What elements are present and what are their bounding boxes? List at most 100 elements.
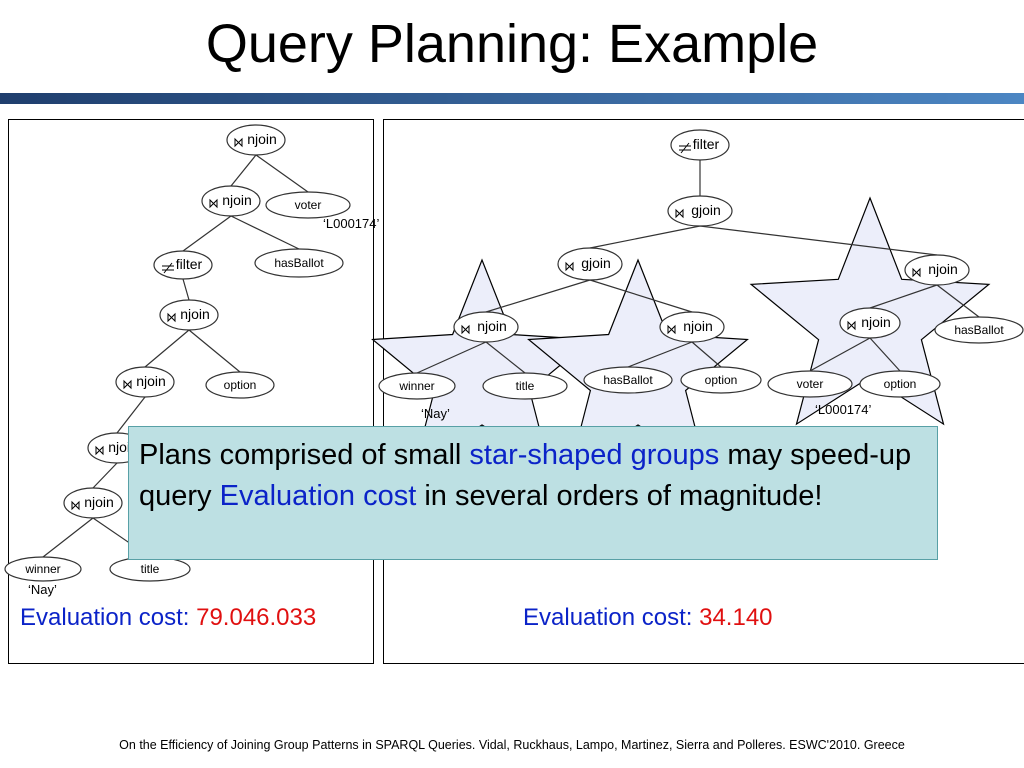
right-node-njoin: njoin (839, 307, 901, 339)
left-literal: ‘Nay’ (28, 582, 57, 597)
right-evaluation-cost: Evaluation cost: 34.140 (523, 604, 773, 632)
left-node-label: njoin (222, 192, 252, 208)
left-node-njoin: njoin (201, 185, 261, 217)
star-group-2 (527, 258, 749, 470)
citation-footer: On the Efficiency of Joining Group Patte… (119, 738, 905, 752)
right-literal: ‘Nay’ (421, 406, 450, 421)
right-node-label: njoin (861, 314, 891, 330)
left-edge-L9-L10 (92, 462, 118, 489)
left-plan-panel (8, 119, 374, 664)
left-node-title: title (109, 556, 191, 582)
left-node-label: filter (176, 256, 203, 272)
right-node-label: option (705, 373, 738, 387)
join-icon (667, 324, 676, 335)
right-node-hasballot: hasBallot (934, 316, 1024, 344)
left-edge-L1-L2 (230, 154, 257, 187)
left-node-njoin: njoin (115, 366, 175, 398)
join-icon (675, 208, 684, 219)
right-node-label: filter (693, 136, 720, 152)
left-node-label: njoin (84, 494, 114, 510)
left-node-filter: filter (153, 250, 213, 280)
left-edge-L2-L4 (182, 215, 232, 252)
left-node-voter: voter (265, 191, 351, 219)
left-node-option: option (205, 371, 275, 399)
left-node-label: hasBallot (274, 256, 324, 270)
right-node-njoin: njoin (904, 254, 970, 286)
right-edge-R3-R4 (485, 279, 591, 313)
right-edge-R2-R3 (589, 225, 701, 249)
callout-highlight-evaluation-cost: Evaluation cost (219, 480, 417, 512)
left-node-label: voter (295, 198, 322, 212)
right-node-option: option (680, 366, 762, 394)
right-node-option: option (859, 370, 941, 398)
right-node-label: hasBallot (954, 323, 1004, 337)
join-icon (565, 261, 574, 272)
callout-text-1: Plans comprised of small (139, 439, 470, 471)
join-icon (912, 267, 921, 278)
left-cost-value: 79.046.033 (196, 604, 317, 631)
right-node-label: option (884, 377, 917, 391)
left-node-label: title (141, 562, 160, 576)
plan-edges (42, 154, 980, 558)
right-node-gjoin: gjoin (667, 195, 733, 227)
callout-text-2: may speed-up query (139, 439, 912, 512)
left-edge-L4-L6 (182, 278, 190, 301)
right-node-label: njoin (928, 261, 958, 277)
callout-text-3: in several orders of magnitude! (416, 480, 823, 512)
not-equal-filter-icon (162, 262, 174, 274)
right-edge-R4-R7 (416, 341, 487, 374)
left-evaluation-cost: Evaluation cost: 79.046.033 (20, 604, 316, 632)
left-cost-label: Evaluation cost: (20, 604, 190, 631)
right-node-label: voter (797, 377, 824, 391)
right-node-voter: voter (767, 370, 853, 398)
join-icon (167, 312, 176, 323)
left-edge-L7-L9 (116, 396, 146, 434)
right-cost-label: Evaluation cost: (523, 604, 693, 631)
right-edge-R11-R13 (809, 337, 871, 372)
right-node-label: title (516, 379, 535, 393)
left-literal: ‘L000174’ (323, 216, 379, 231)
right-edge-R11-R14 (869, 337, 901, 372)
right-cost-value: 34.140 (699, 604, 773, 631)
left-node-label: njoin (180, 306, 210, 322)
left-node-njoin: njoin (226, 124, 286, 156)
right-node-label: njoin (683, 318, 713, 334)
left-node-label: njoin (247, 131, 277, 147)
left-edge-L1-L3 (255, 154, 309, 193)
title-divider-bar (0, 93, 1024, 104)
right-node-label: winner (398, 379, 434, 393)
slide-title: Query Planning: Example (205, 14, 819, 74)
right-node-label: hasBallot (603, 373, 653, 387)
left-node-label: njoin (136, 373, 166, 389)
join-icon (209, 198, 218, 209)
right-edge-R5-R10 (691, 341, 722, 368)
left-node-label: winner (24, 562, 60, 576)
not-equal-filter-icon (679, 142, 691, 154)
right-edge-R6-R12 (936, 284, 980, 318)
right-node-label: gjoin (581, 255, 611, 271)
join-icon (123, 379, 132, 390)
left-node-winner: winner (4, 556, 82, 582)
join-icon (71, 500, 80, 511)
right-edge-R2-R6 (699, 225, 938, 256)
right-node-label: gjoin (691, 202, 721, 218)
right-node-gjoin: gjoin (557, 247, 623, 281)
right-node-njoin: njoin (659, 311, 725, 343)
callout-box: Plans comprised of small star-shaped gro… (128, 426, 938, 560)
left-edge-L10-L11 (42, 517, 94, 558)
right-node-filter: filter (670, 129, 730, 161)
right-node-label: njoin (477, 318, 507, 334)
right-edge-R5-R9 (627, 341, 693, 368)
right-edge-R3-R5 (589, 279, 693, 313)
left-edge-L6-L8 (188, 329, 241, 373)
join-icon (847, 320, 856, 331)
callout-highlight-star-groups: star-shaped groups (469, 439, 720, 471)
right-edge-R6-R11 (869, 284, 938, 309)
right-edge-R4-R8 (485, 341, 526, 374)
right-node-njoin: njoin (453, 311, 519, 343)
left-edge-L6-L7 (144, 329, 190, 368)
join-icon (234, 137, 243, 148)
left-edge-L2-L5 (230, 215, 300, 250)
left-node-njoin: njoin (63, 487, 123, 519)
